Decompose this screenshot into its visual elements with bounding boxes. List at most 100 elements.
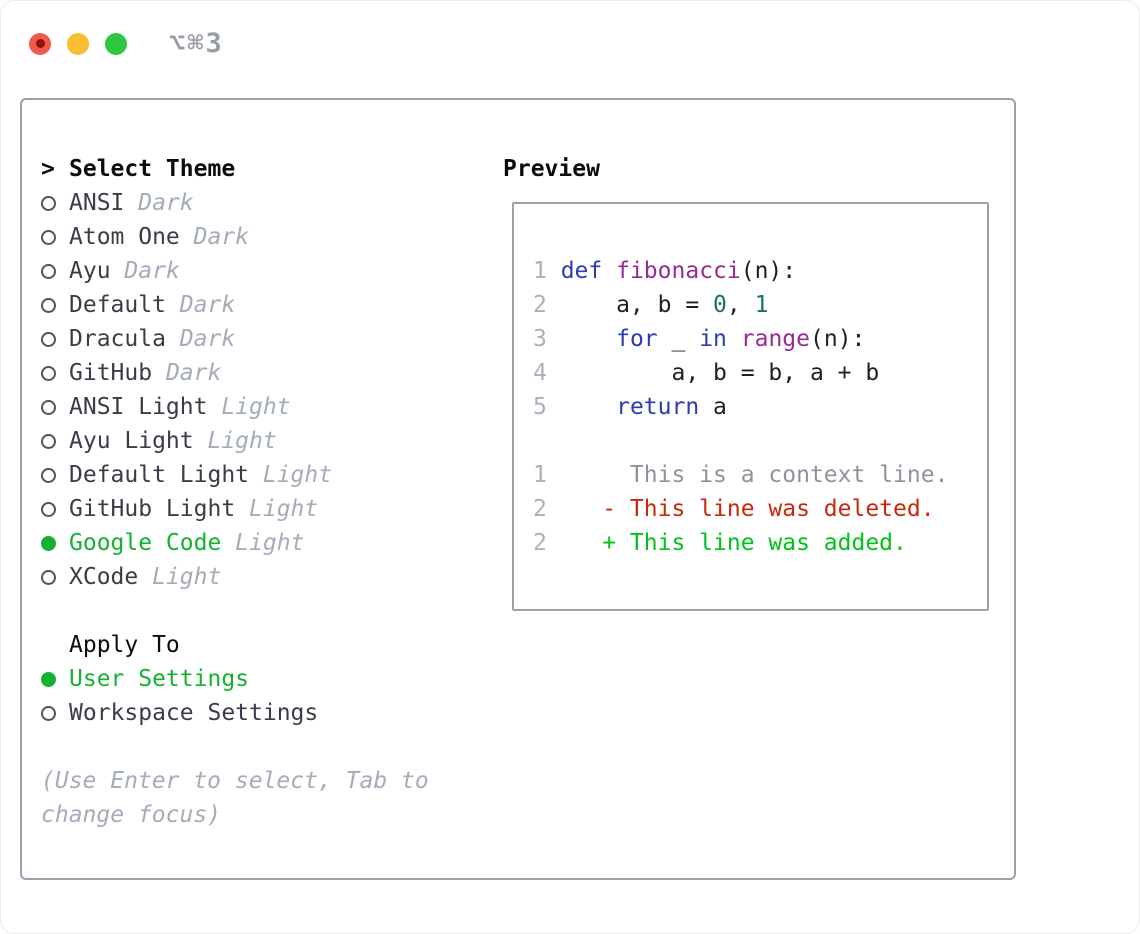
select-theme-title: Select Theme — [69, 156, 236, 182]
preview-title: Preview — [503, 156, 600, 182]
theme-option-xcode[interactable]: XCode Light — [41, 560, 451, 594]
radio-icon — [41, 433, 56, 449]
code-token: , — [726, 292, 755, 318]
titlebar: ⌥⌘3 — [29, 28, 224, 59]
apply-to-title: Apply To — [69, 632, 180, 658]
code-token: (n): — [740, 258, 797, 284]
radio-icon — [41, 331, 56, 347]
code-token: return — [616, 394, 700, 420]
code-token — [547, 394, 616, 420]
code-token — [547, 496, 602, 522]
radio-icon — [41, 705, 56, 721]
code-line: 1 def fibonacci(n): — [533, 254, 977, 288]
apply-option-user-settings[interactable]: User Settings — [41, 662, 451, 696]
theme-option-dracula[interactable]: Dracula Dark — [41, 322, 451, 356]
code-token: _ — [657, 326, 700, 352]
radio-icon — [41, 671, 56, 687]
theme-variant: Light — [249, 462, 333, 488]
code-line: 4 a, b = b, a + b — [533, 356, 977, 390]
theme-name: Ayu — [69, 258, 111, 284]
theme-name: GitHub Light — [69, 496, 236, 522]
apply-to-header: Apply To — [41, 628, 451, 662]
theme-variant: Light — [193, 428, 277, 454]
radio-icon — [41, 399, 56, 415]
theme-name: Google Code — [69, 530, 222, 556]
theme-name: GitHub — [69, 360, 153, 386]
radio-icon — [41, 229, 56, 245]
code-token: 1 — [754, 292, 769, 318]
theme-variant: Light — [138, 564, 222, 590]
code-token: def — [560, 258, 603, 284]
code-line: 2 + This line was added. — [533, 526, 977, 560]
code-line — [533, 424, 977, 458]
radio-icon — [41, 297, 56, 313]
spacer — [41, 730, 451, 764]
close-button-icon[interactable] — [29, 32, 51, 55]
zoom-button-icon[interactable] — [105, 32, 127, 55]
apply-option-workspace-settings[interactable]: Workspace Settings — [41, 696, 451, 730]
code-token: in — [699, 326, 727, 352]
code-token: a — [699, 394, 727, 420]
theme-option-ayu[interactable]: Ayu Dark — [41, 254, 451, 288]
theme-name: Default — [69, 292, 166, 318]
radio-icon — [41, 501, 56, 517]
minimize-button-icon[interactable] — [67, 32, 89, 55]
theme-name: Default Light — [69, 462, 250, 488]
theme-option-ayu-light[interactable]: Ayu Light Light — [41, 424, 451, 458]
apply-option-label: Workspace Settings — [69, 700, 319, 726]
line-number: 1 — [533, 258, 547, 284]
code-line: 2 - This line was deleted. — [533, 492, 977, 526]
keyboard-hint: (Use Enter to select, Tab to change focu… — [41, 768, 429, 828]
radio-icon — [41, 569, 56, 585]
theme-option-default[interactable]: Default Dark — [41, 288, 451, 322]
focus-caret-icon: > — [41, 156, 55, 182]
radio-icon — [41, 195, 56, 211]
code-line: 5 return a — [533, 390, 977, 424]
code-token: (n): — [810, 326, 866, 352]
theme-option-ansi[interactable]: ANSI Dark — [41, 186, 451, 220]
code-token — [547, 530, 602, 556]
theme-variant: Light — [207, 394, 291, 420]
theme-variant: Light — [235, 496, 319, 522]
theme-name: ANSI — [69, 190, 125, 216]
code-token: for — [616, 326, 658, 352]
preview-pane: 1 def fibonacci(n): 2 a, b = 0, 1 3 for … — [512, 202, 989, 611]
code-line: 2 a, b = 0, 1 — [533, 288, 977, 322]
line-number: 1 — [533, 462, 547, 488]
theme-name: Ayu Light — [69, 428, 194, 454]
code-token — [727, 326, 741, 352]
theme-variant: Dark — [165, 326, 236, 352]
theme-option-github[interactable]: GitHub Dark — [41, 356, 451, 390]
radio-icon — [41, 365, 56, 381]
line-number: 4 — [533, 360, 547, 386]
code-line: 1 This is a context line. — [533, 458, 977, 492]
code-line: 3 for _ in range(n): — [533, 322, 977, 356]
close-button-dot-icon — [35, 39, 45, 48]
code-token: - This line was deleted. — [602, 496, 935, 522]
theme-list: > Select Theme ANSI Dark Atom One Dark A… — [41, 152, 451, 832]
theme-variant: Dark — [165, 292, 236, 318]
theme-option-github-light[interactable]: GitHub Light Light — [41, 492, 451, 526]
code-token: This is a context line. — [546, 462, 949, 488]
spacer — [41, 594, 451, 628]
code-token: + This line was added. — [602, 530, 907, 556]
radio-icon — [41, 263, 56, 279]
theme-selector-panel: > Select Theme ANSI Dark Atom One Dark A… — [20, 98, 1016, 880]
line-number: 2 — [533, 292, 547, 318]
select-theme-header: > Select Theme — [41, 152, 451, 186]
theme-name: Atom One — [69, 224, 180, 250]
theme-option-ansi-light[interactable]: ANSI Light Light — [41, 390, 451, 424]
line-number: 3 — [533, 326, 547, 352]
theme-name: XCode — [69, 564, 139, 590]
theme-option-google-code[interactable]: Google Code Light — [41, 526, 451, 560]
theme-variant: Dark — [179, 224, 250, 250]
code-token: 0 — [713, 292, 727, 318]
radio-icon — [41, 467, 56, 483]
theme-option-default-light[interactable]: Default Light Light — [41, 458, 451, 492]
code-token: a, b = — [546, 292, 714, 318]
theme-option-atom-one[interactable]: Atom One Dark — [41, 220, 451, 254]
apply-options: User Settings Workspace Settings — [41, 662, 451, 730]
code-token: fibonacci — [616, 258, 741, 284]
window-shortcut-label: ⌥⌘3 — [169, 28, 224, 59]
